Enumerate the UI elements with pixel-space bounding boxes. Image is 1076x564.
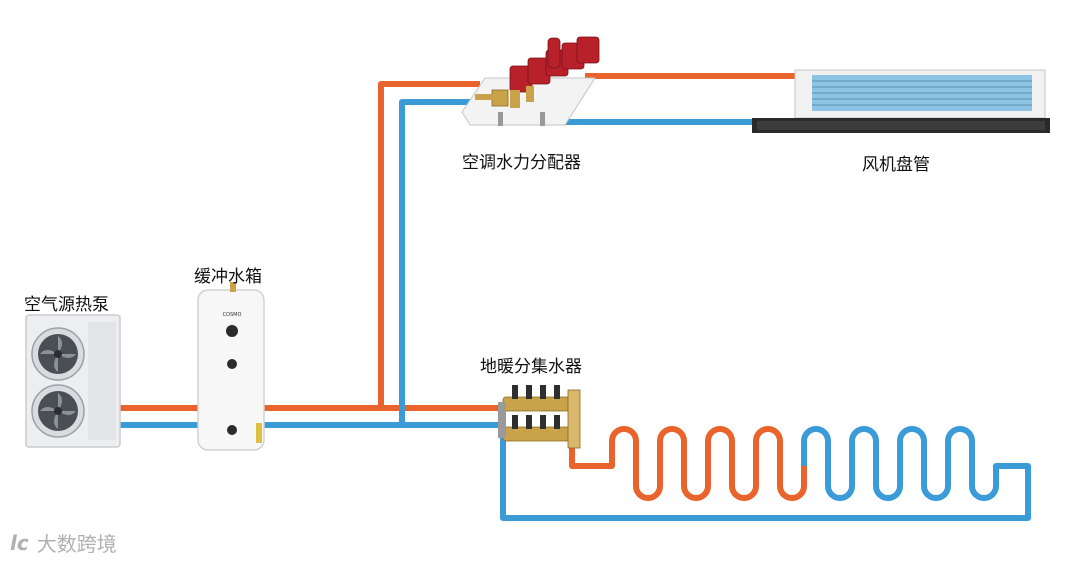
tank-port-icon [226, 325, 238, 337]
ac-water-manifold [461, 36, 600, 126]
return-pipe-riser [399, 99, 480, 425]
heat-pump-unit [25, 314, 121, 448]
return-floor-loop [500, 425, 1031, 521]
fan-icon-top [31, 327, 85, 381]
label-ac-manifold: 空调水力分配器 [462, 153, 581, 173]
watermark-logo: lc [10, 530, 29, 555]
watermark: lc 大数跨境 [10, 528, 117, 557]
tank-port-icon [227, 359, 237, 369]
label-buffer-tank: 缓冲水箱 [194, 267, 262, 287]
supply-floor-loop [569, 426, 807, 501]
valve-red-icons [509, 36, 600, 93]
tank-brand-text: COSMO [223, 312, 242, 318]
fan-coil-unit [752, 69, 1050, 133]
floor-heating-manifold [498, 385, 581, 449]
supply-pipes [118, 73, 807, 501]
supply-pipe-riser [378, 81, 480, 408]
fan-icon-bottom [31, 384, 85, 438]
return-pipes [118, 99, 1031, 521]
label-fan-coil: 风机盘管 [862, 155, 930, 175]
buffer-tank: COSMO [197, 282, 265, 451]
tank-port-icon [227, 425, 237, 435]
label-heat-pump: 空气源热泵 [24, 295, 109, 315]
label-floor-manifold: 地暖分集水器 [480, 357, 582, 377]
watermark-text: 大数跨境 [36, 532, 117, 556]
